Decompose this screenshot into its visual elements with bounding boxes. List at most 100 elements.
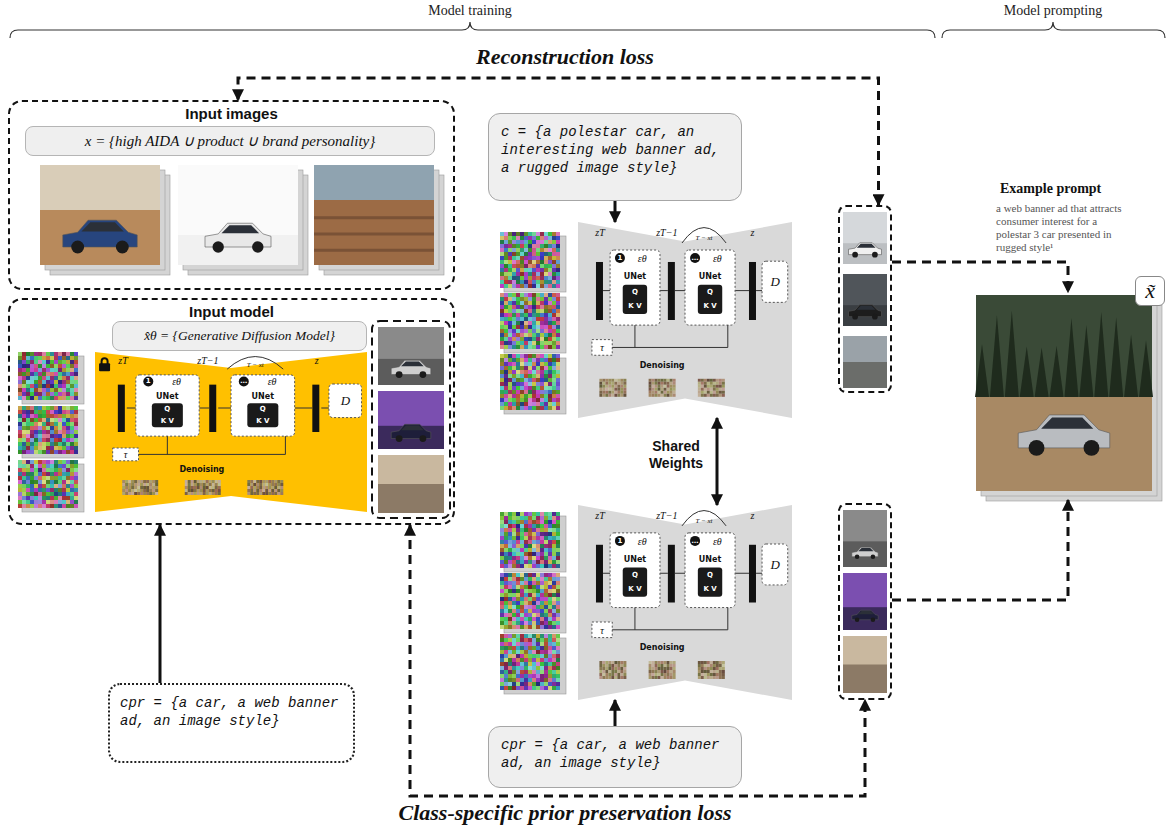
noise-pixel	[18, 472, 22, 476]
noise-pixel	[504, 642, 508, 646]
noise-pixel	[58, 492, 62, 496]
noise-pixel	[520, 524, 524, 528]
noise-pixel	[540, 516, 544, 520]
noise-pixel	[504, 573, 508, 577]
noise-pixel	[520, 589, 524, 593]
noise-pixel	[520, 560, 524, 564]
noise-pixel	[552, 573, 556, 577]
noise-pixel	[58, 410, 62, 414]
noise-pixel	[22, 488, 26, 492]
noise-pixel	[504, 686, 508, 690]
noise-pixel	[540, 329, 544, 333]
car-window	[858, 548, 873, 551]
noise-pixel	[74, 418, 78, 422]
noise-pixel	[532, 516, 536, 520]
noise-pixel	[508, 264, 512, 268]
noise-pixel	[18, 384, 22, 388]
noise-pixel	[532, 272, 536, 276]
noise-pixel	[540, 621, 544, 625]
noise-pixel	[512, 362, 516, 366]
noise-pixel	[520, 382, 524, 386]
noise-pixel	[532, 617, 536, 621]
noise-pixel	[508, 540, 512, 544]
noise-pixel	[508, 398, 512, 402]
noise-pixel	[42, 480, 46, 484]
noise-pixel	[516, 613, 520, 617]
noise-pixel	[500, 406, 504, 410]
noise-pixel	[548, 362, 552, 366]
noise-pixel	[548, 293, 552, 297]
noise-pixel	[512, 585, 516, 589]
noise-pixel	[520, 528, 524, 532]
noise-stack	[504, 236, 566, 292]
noise-pixel	[544, 390, 548, 394]
noise-pixel	[504, 617, 508, 621]
noise-pixel	[536, 564, 540, 568]
noise-pixel	[26, 460, 30, 464]
noise-pixel	[520, 398, 524, 402]
noise-pixel	[38, 464, 42, 468]
noise-pixel	[500, 646, 504, 650]
noise-pixel	[66, 368, 70, 372]
noise-pixel	[532, 638, 536, 642]
noise-pixel	[508, 670, 512, 674]
noise-pixel	[34, 372, 38, 376]
noise-pixel	[528, 662, 532, 666]
noise-pixel	[520, 662, 524, 666]
noise-pixel	[54, 492, 58, 496]
noise-pixel	[508, 593, 512, 597]
rock-band	[314, 216, 434, 219]
noise-pixel	[552, 382, 556, 386]
noise-pixel	[62, 464, 66, 468]
noise-pixel	[516, 390, 520, 394]
noise-pixel	[552, 337, 556, 341]
noise-pixel	[516, 260, 520, 264]
noise-pixel	[548, 260, 552, 264]
noise-pixel	[528, 589, 532, 593]
noise-pixel	[512, 548, 516, 552]
noise-pixel	[504, 406, 508, 410]
noise-pixel	[516, 374, 520, 378]
noise-pixel	[34, 442, 38, 446]
noise-pixel	[524, 394, 528, 398]
noise-pixel	[536, 378, 540, 382]
noise-pixel	[70, 368, 74, 372]
noise-pixel	[516, 280, 520, 284]
noise-pixel	[46, 406, 50, 410]
noise-pixel	[30, 484, 34, 488]
noise-pixel	[34, 496, 38, 500]
noise-pixel	[520, 256, 524, 260]
noise-pixel	[22, 406, 26, 410]
noise-pixel	[504, 638, 508, 642]
noise-pixel	[540, 366, 544, 370]
car-wheel	[872, 314, 878, 320]
noise-pixel	[30, 368, 34, 372]
noise-pixel	[536, 589, 540, 593]
noise-pixel	[516, 670, 520, 674]
noise-pixel	[528, 670, 532, 674]
noise-pixel	[516, 556, 520, 560]
noise-pixel	[38, 484, 42, 488]
noise-pixel	[540, 301, 544, 305]
noise-pixel	[536, 276, 540, 280]
noise-pixel	[532, 605, 536, 609]
noise-pixel	[508, 605, 512, 609]
noise-pixel	[536, 297, 540, 301]
noise-pixel	[528, 284, 532, 288]
noise-pixel	[544, 240, 548, 244]
car-wheel	[871, 554, 876, 559]
noise-pixel	[520, 374, 524, 378]
noise-pixel	[74, 438, 78, 442]
noise-pixel	[532, 280, 536, 284]
noise-pixel	[42, 438, 46, 442]
noise-pixel	[552, 297, 556, 301]
noise-pixel	[516, 358, 520, 362]
noise-pixel	[544, 556, 548, 560]
noise-pixel	[536, 236, 540, 240]
noise-pixel	[46, 372, 50, 376]
formula-text: x = {high AIDA ∪ product ∪ brand persona…	[34, 132, 426, 150]
noise-pixel	[540, 564, 544, 568]
noise-pixel	[26, 388, 30, 392]
noise-pixel	[552, 386, 556, 390]
noise-pixel	[544, 564, 548, 568]
